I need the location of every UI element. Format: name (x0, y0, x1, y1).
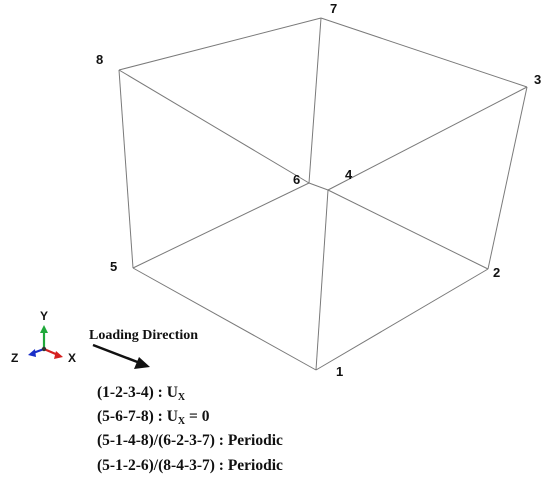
boundary-condition-line-3: (5-1-4-8)/(6-2-3-7) : Periodic (97, 432, 283, 449)
edge-7-3 (320, 17, 528, 88)
vertex-label-7: 7 (330, 1, 337, 16)
vertex-label-4: 4 (345, 167, 353, 182)
edge-8-7 (118, 17, 322, 71)
boundary-condition-line-1: (1-2-3-4) : UX (97, 384, 186, 403)
axis-label-z: Z (11, 351, 18, 365)
vertex-label-1: 1 (336, 364, 343, 379)
edge-1-2 (315, 268, 489, 371)
vertex-label-3: 3 (534, 72, 541, 87)
edge-3-2 (487, 86, 528, 270)
axis-label-x: X (68, 351, 76, 365)
edge-8-6 (118, 69, 310, 184)
loading-direction-label: Loading Direction (89, 328, 198, 343)
vertex-label-6: 6 (293, 172, 300, 187)
edge-6-4 (308, 182, 329, 191)
edge-2-4 (327, 189, 489, 270)
axis-label-y: Y (40, 309, 48, 323)
boundary-condition-line-4: (5-1-2-6)/(8-4-3-7) : Periodic (97, 457, 283, 474)
edge-5-1 (132, 267, 317, 371)
edge-6-1 (315, 189, 329, 371)
vertex-label-8: 8 (96, 52, 103, 67)
edge-8-5 (118, 69, 134, 269)
loading-direction-arrow-icon (92, 343, 150, 369)
edge-5-6 (132, 182, 310, 269)
vertex-label-2: 2 (493, 265, 500, 280)
vertex-label-5: 5 (110, 259, 117, 274)
edge-4-3 (327, 86, 528, 191)
edge-7-4 (308, 17, 322, 184)
boundary-condition-line-2: (5-6-7-8) : UX = 0 (97, 408, 210, 427)
axis-triad-icon (28, 325, 63, 359)
